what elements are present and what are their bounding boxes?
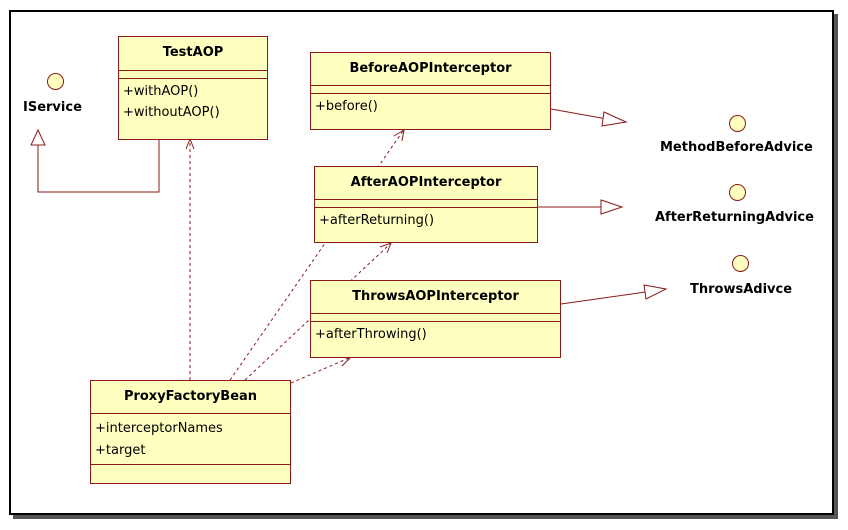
operation: +afterThrowing() — [315, 327, 427, 342]
class-attributes — [315, 200, 537, 208]
class-attributes — [311, 86, 550, 94]
realization-arrowhead-before — [601, 111, 628, 127]
class-name: ProxyFactoryBean — [91, 381, 290, 414]
class-name: BeforeAOPInterceptor — [311, 53, 550, 86]
dependency-arrowhead-before — [393, 129, 405, 142]
operation: +withoutAOP() — [123, 105, 220, 120]
class-attributes — [311, 314, 560, 322]
throws-aop-interceptor-class[interactable]: ThrowsAOPInterceptor +afterThrowing() — [310, 280, 561, 358]
class-operations: +afterThrowing() — [311, 322, 560, 347]
class-operations: +withAOP() +withoutAOP() — [119, 79, 267, 125]
class-name: TestAOP — [119, 37, 267, 71]
throws-advice-label: ThrowsAdivce — [690, 282, 793, 297]
realization-arrowhead-iservice — [30, 128, 46, 146]
class-operations: +afterReturning() — [315, 208, 537, 233]
attribute: +interceptorNames — [95, 421, 223, 436]
after-aop-interceptor-class[interactable]: AfterAOPInterceptor +afterReturning() — [314, 166, 538, 243]
realization-testaop-iservice — [37, 140, 160, 193]
operation: +afterReturning() — [319, 213, 435, 228]
realization-arrowhead-throws — [643, 284, 668, 300]
class-operations: +before() — [311, 94, 550, 119]
testaop-class[interactable]: TestAOP +withAOP() +withoutAOP() — [118, 36, 268, 140]
proxy-factory-bean-class[interactable]: ProxyFactoryBean +interceptorNames +targ… — [90, 380, 291, 484]
operation: +withAOP() — [123, 84, 199, 99]
after-returning-advice-label: AfterReturningAdvice — [655, 210, 814, 225]
throws-advice-interface-icon — [732, 255, 749, 272]
class-operations — [91, 465, 290, 483]
class-attributes — [119, 71, 267, 79]
realization-before-advice — [550, 108, 608, 120]
dependency-arrowhead-throws — [337, 356, 352, 367]
operation: +before() — [315, 99, 378, 114]
after-returning-advice-interface-icon — [729, 184, 746, 201]
method-before-advice-label: MethodBeforeAdvice — [660, 140, 813, 155]
class-name: AfterAOPInterceptor — [315, 167, 537, 200]
iservice-label: IService — [23, 100, 82, 115]
realization-throws-advice — [560, 291, 647, 305]
class-name: ThrowsAOPInterceptor — [311, 281, 560, 314]
before-aop-interceptor-class[interactable]: BeforeAOPInterceptor +before() — [310, 52, 551, 130]
class-attributes: +interceptorNames +target — [91, 414, 290, 465]
iservice-interface-icon — [47, 73, 64, 90]
method-before-advice-interface-icon — [729, 115, 746, 132]
dependency-proxy-throws — [290, 357, 350, 384]
dependency-arrowhead-after — [379, 242, 392, 254]
attribute: +target — [95, 443, 146, 458]
realization-arrowhead-after — [600, 199, 624, 215]
